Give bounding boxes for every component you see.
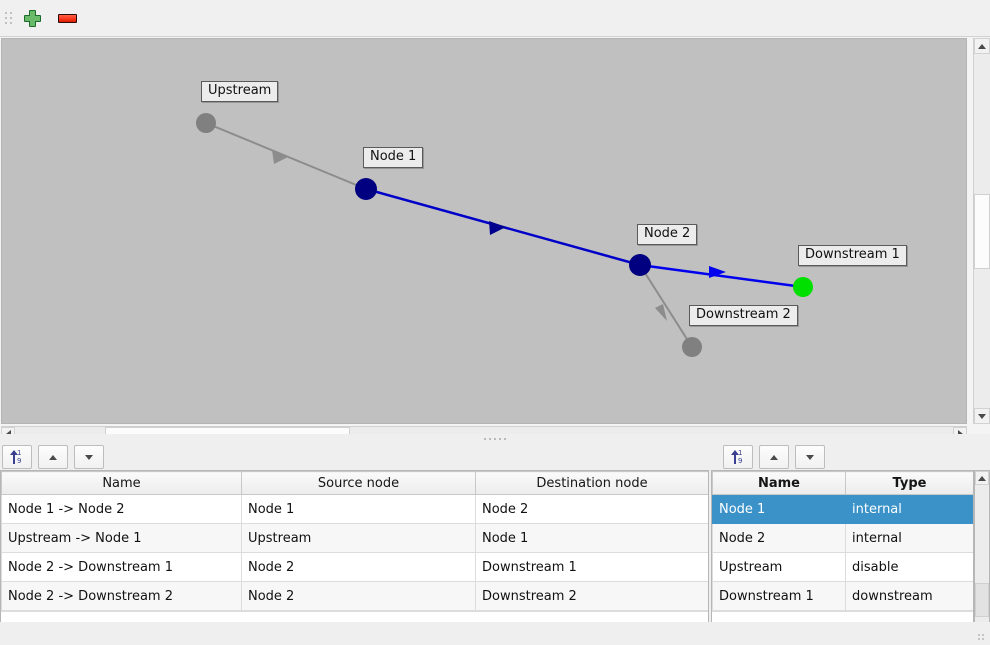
nodes-table: Name Type Node 1 internal Node 2 interna…: [712, 471, 973, 611]
edge-arrow-node1-node2: [489, 221, 506, 235]
canvas-vscroll-thumb[interactable]: [974, 194, 990, 269]
edge-arrow-node2-downstream2: [655, 304, 667, 321]
graph-node-downstream2[interactable]: [682, 337, 702, 357]
nodes-table-container[interactable]: Name Type Node 1 internal Node 2 interna…: [711, 470, 974, 645]
canvas-scroll-down-button[interactable]: [974, 408, 990, 424]
edge-name[interactable]: Node 2 -> Downstream 1: [1, 552, 242, 582]
minus-icon: [57, 13, 77, 23]
nodes-move-down-button[interactable]: [795, 445, 825, 469]
edges-table-container[interactable]: Name Source node Destination node Node 1…: [0, 470, 709, 645]
node-type[interactable]: internal: [845, 523, 973, 553]
nodes-col-type[interactable]: Type: [845, 471, 973, 495]
node-name[interactable]: Node 1: [712, 494, 846, 524]
table-row[interactable]: Node 2 internal: [712, 523, 973, 553]
node-name[interactable]: Downstream 1: [712, 581, 846, 611]
nodes-table-vertical-scrollbar[interactable]: [974, 470, 990, 645]
edge-source[interactable]: Node 1: [241, 494, 476, 524]
edge-source[interactable]: Upstream: [241, 523, 476, 553]
graph-node-node1[interactable]: [355, 178, 377, 200]
table-row[interactable]: Node 2 -> Downstream 2 Node 2 Downstream…: [1, 581, 708, 611]
node-name[interactable]: Node 2: [712, 523, 846, 553]
edge-destination[interactable]: Node 2: [475, 494, 708, 524]
graph-label-downstream2[interactable]: Downstream 2: [689, 305, 798, 326]
edge-arrow-node2-downstream1: [709, 266, 726, 278]
graph-node-upstream[interactable]: [196, 113, 216, 133]
splitter-grip-icon: [484, 438, 506, 440]
node-type[interactable]: downstream: [845, 581, 973, 611]
nodes-col-name[interactable]: Name: [712, 471, 846, 495]
triangle-up-icon: [978, 43, 986, 49]
edge-source[interactable]: Node 2: [241, 552, 476, 582]
canvas-scroll-up-button[interactable]: [974, 38, 990, 54]
add-node-button[interactable]: [16, 3, 48, 33]
edge-arrow-upstream-node1: [272, 150, 288, 164]
edge-node2-downstream2[interactable]: [639, 264, 693, 348]
edges-move-up-button[interactable]: [38, 445, 68, 469]
edge-name[interactable]: Node 1 -> Node 2: [1, 494, 242, 524]
window-resize-grip[interactable]: [978, 634, 987, 643]
move-down-icon: [85, 454, 93, 460]
graph-view: Upstream Node 1 Node 2 Downstream 1 Down…: [0, 37, 990, 441]
table-row[interactable]: Node 1 -> Node 2 Node 1 Node 2: [1, 494, 708, 524]
move-down-icon: [806, 454, 814, 460]
remove-node-button[interactable]: [51, 3, 83, 33]
horizontal-splitter[interactable]: [0, 434, 990, 444]
nodes-move-up-button[interactable]: [759, 445, 789, 469]
main-toolbar: [0, 0, 990, 37]
edge-destination[interactable]: Downstream 2: [475, 581, 708, 611]
edge-destination[interactable]: Downstream 1: [475, 552, 708, 582]
plus-icon: [23, 9, 41, 27]
table-row[interactable]: Node 2 -> Downstream 1 Node 2 Downstream…: [1, 552, 708, 582]
nodes-vscroll-thumb[interactable]: [975, 583, 989, 617]
canvas-vertical-scrollbar[interactable]: [973, 38, 990, 424]
graph-label-downstream1[interactable]: Downstream 1: [798, 245, 907, 266]
node-name[interactable]: Upstream: [712, 552, 846, 582]
graph-node-downstream1[interactable]: [793, 277, 813, 297]
edge-destination[interactable]: Node 1: [475, 523, 708, 553]
graph-label-node2[interactable]: Node 2: [637, 224, 698, 245]
table-row[interactable]: Upstream -> Node 1 Upstream Node 1: [1, 523, 708, 553]
graph-canvas[interactable]: Upstream Node 1 Node 2 Downstream 1 Down…: [1, 38, 967, 424]
move-up-icon: [49, 454, 57, 460]
edge-node2-downstream1[interactable]: [639, 263, 804, 289]
triangle-left-icon: [5, 429, 11, 438]
node-type[interactable]: disable: [845, 552, 973, 582]
table-row[interactable]: Node 1 internal: [712, 494, 973, 524]
nodes-table-header-row: Name Type: [712, 471, 973, 495]
edges-col-destination[interactable]: Destination node: [475, 471, 708, 495]
edge-name[interactable]: Upstream -> Node 1: [1, 523, 242, 553]
move-up-icon: [770, 454, 778, 460]
graph-label-upstream[interactable]: Upstream: [201, 81, 279, 102]
table-row[interactable]: Downstream 1 downstream: [712, 581, 973, 611]
edges-col-name[interactable]: Name: [1, 471, 242, 495]
edges-table-header-row: Name Source node Destination node: [1, 471, 708, 495]
toolbar-drag-handle[interactable]: [3, 7, 13, 29]
edge-source[interactable]: Node 2: [241, 581, 476, 611]
edges-table: Name Source node Destination node Node 1…: [1, 471, 708, 611]
table-row[interactable]: Upstream disable: [712, 552, 973, 582]
triangle-right-icon: [957, 429, 963, 438]
edge-upstream-node1[interactable]: [205, 122, 367, 190]
graph-node-node2[interactable]: [629, 254, 651, 276]
edge-name[interactable]: Node 2 -> Downstream 2: [1, 581, 242, 611]
status-area: [0, 622, 990, 645]
pane-vertical-divider[interactable]: [709, 444, 711, 622]
graph-svg: [196, 113, 813, 357]
node-type[interactable]: internal: [845, 494, 973, 524]
graph-label-node1[interactable]: Node 1: [363, 147, 424, 168]
edges-col-source[interactable]: Source node: [241, 471, 476, 495]
nodes-scroll-up-button[interactable]: [975, 471, 989, 485]
triangle-down-icon: [978, 413, 986, 419]
edges-move-down-button[interactable]: [74, 445, 104, 469]
triangle-up-icon: [978, 475, 986, 481]
